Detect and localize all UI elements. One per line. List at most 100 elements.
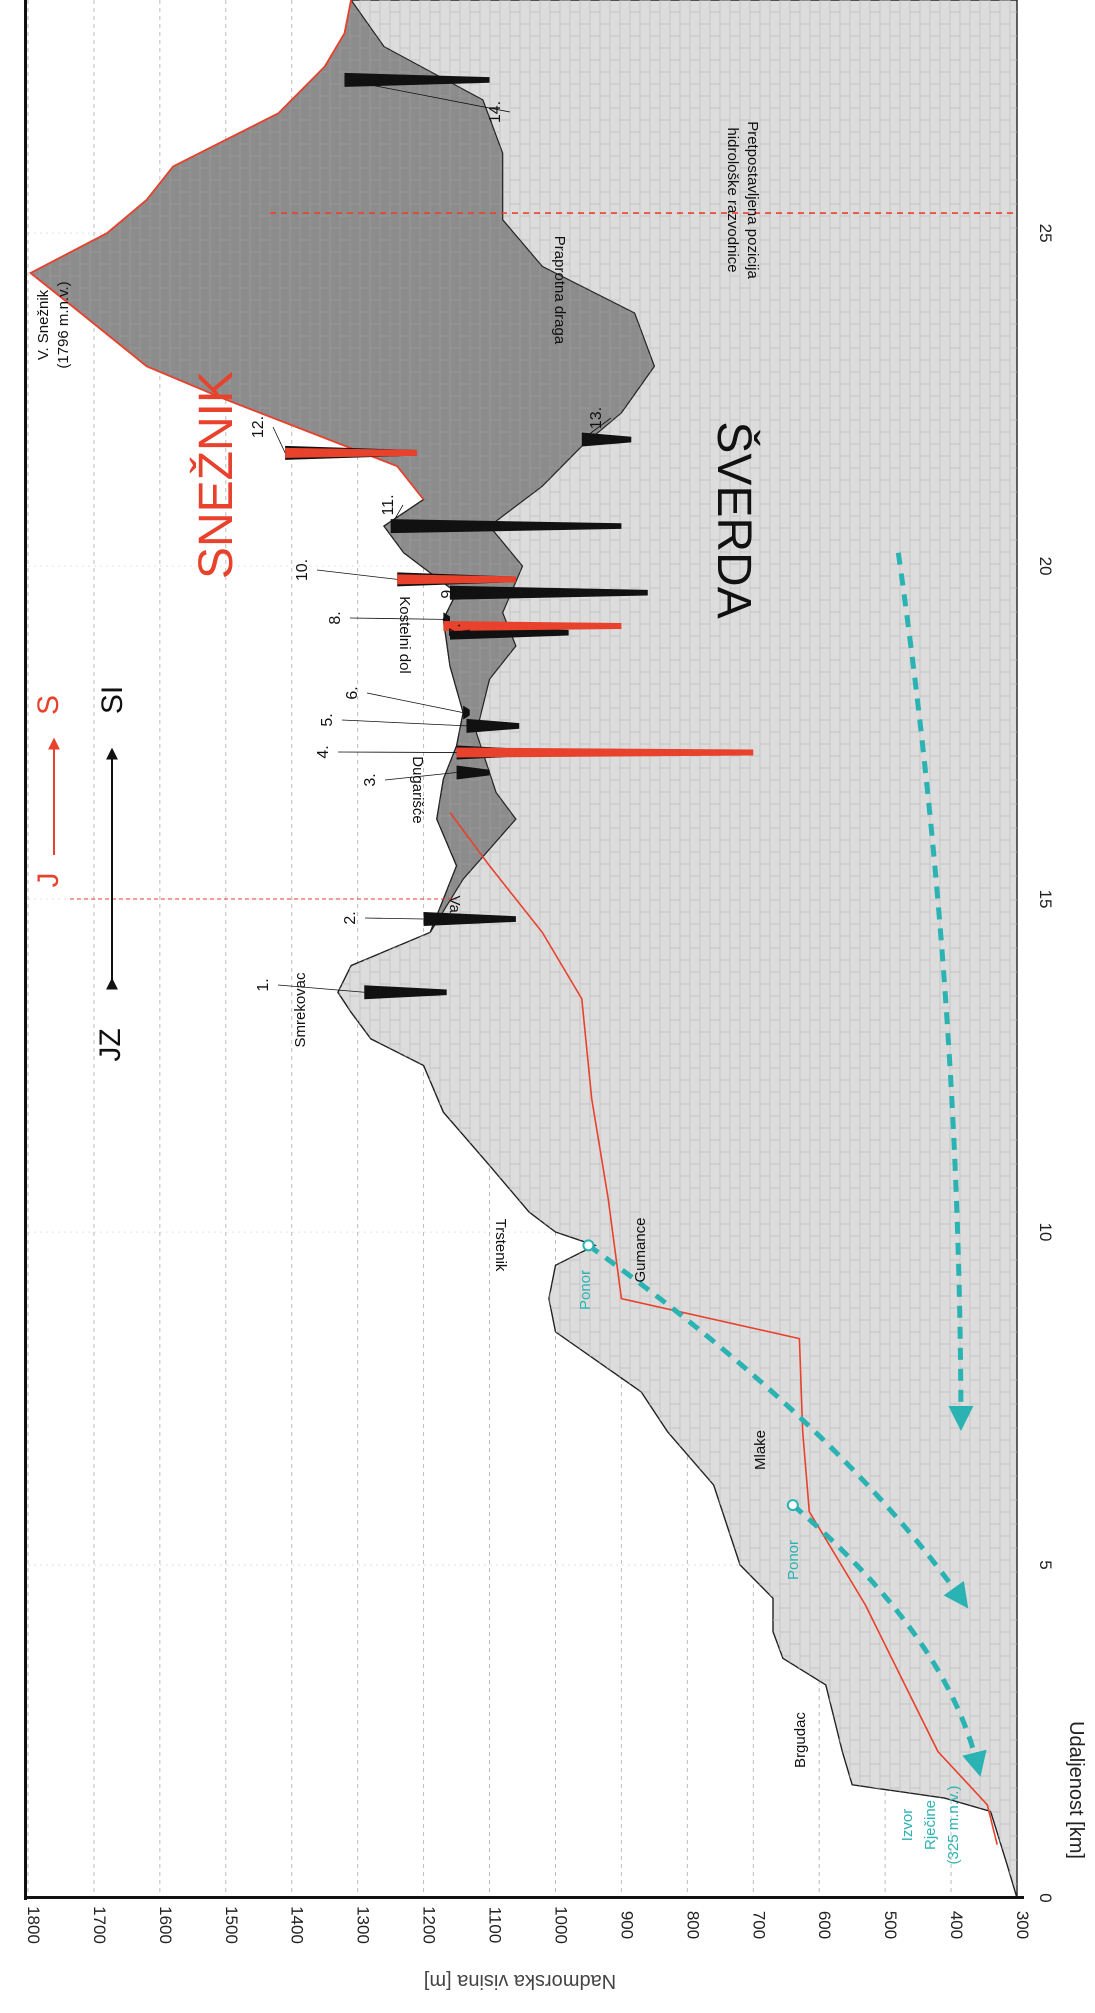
cave-number-4: 4. [315, 745, 332, 758]
praprotna-draga-label: Praprotna draga [551, 236, 568, 345]
cave-leader-line [390, 504, 404, 527]
x-tick-label: 25 [1036, 224, 1055, 243]
bottom-axis-line [24, 1896, 1024, 1899]
cave-number-14: 14. [487, 101, 504, 123]
x-tick-label: 10 [1036, 1223, 1055, 1242]
cave-11 [390, 519, 622, 534]
cave-5 [466, 718, 520, 733]
y-tick-label: 800 [683, 1911, 702, 1939]
x-axis-title: Udaljenost [km] [1065, 1721, 1087, 1859]
x-tick-label: 5 [1036, 1560, 1055, 1569]
cave-leader-line [364, 917, 424, 920]
y-tick-label: 600 [815, 1911, 834, 1939]
sneznik-title: SNEŽNIK [190, 371, 243, 579]
y-tick-label: 1800 [24, 1906, 43, 1944]
s-label: S [32, 695, 65, 715]
trstenik-label: Trstenik [492, 1219, 509, 1272]
cave-leader-line [341, 719, 467, 727]
y-tick-label: 1500 [222, 1906, 241, 1944]
cave-leader-line [366, 692, 464, 713]
cave-leader-line [581, 417, 612, 440]
sverda-texture [30, 0, 1018, 1898]
y-tick-label: 300 [1013, 1911, 1032, 1939]
cave-14 [344, 72, 490, 87]
red-cave-shaft [285, 447, 418, 458]
y-tick-label: 400 [947, 1911, 966, 1939]
x-tick-label: 0 [1036, 1893, 1055, 1902]
cave-number-1: 1. [255, 978, 272, 991]
peak-label: V. Snežnik [35, 289, 52, 360]
j-label: J [32, 873, 65, 888]
cave-leader-line [316, 569, 398, 580]
sneznik-summit-outline [28, 0, 425, 501]
water-flow-arrow [791, 1503, 987, 1777]
izvor-label-line1: Izvor [899, 1809, 916, 1842]
x-tick-label: 20 [1036, 557, 1055, 576]
x-tick-label: 15 [1036, 890, 1055, 909]
brgudac-label: Brgudac [792, 1712, 809, 1768]
y-tick-label: 900 [617, 1911, 636, 1939]
cave-6 [463, 705, 470, 720]
sneznik-texture [30, 0, 655, 933]
cave-number-8: 8. [327, 611, 344, 624]
y-tick-label: 1600 [156, 1906, 175, 1944]
geological-boundary-line [449, 812, 998, 1845]
water-flow-arrow [895, 552, 974, 1432]
cave-leader-line [344, 79, 511, 113]
cave-leader-line [272, 426, 286, 454]
peak-elevation-label: (1796 m.n.v.) [55, 281, 72, 368]
axis-ticks: 300 400 500 600 700 800 900 1000 1100 1200 1300 140… [24, 224, 1087, 1992]
water-flows-layer [582, 552, 987, 1777]
divide-label-line2: hidrološke razvodnice [724, 127, 741, 272]
cave-leader-line [384, 772, 457, 781]
cave-leader-line [349, 617, 444, 620]
cave-3 [456, 765, 490, 780]
cave-leader-line [449, 629, 471, 634]
cave-number-11: 11. [380, 494, 397, 515]
cave-number-13: 13. [588, 407, 605, 429]
sverda-title: ŠVERDA [707, 421, 761, 618]
divide-label-line1: Pretpostavljena pozicija [744, 121, 761, 279]
cave-9 [449, 585, 648, 600]
cave-1 [364, 985, 447, 1000]
ponor-label: Ponor [785, 1540, 802, 1580]
cave-2 [423, 912, 516, 927]
izvor-label-line2: Rječine [922, 1800, 939, 1850]
cave-number-3: 3. [362, 773, 379, 786]
ponor-point [582, 1239, 595, 1252]
y-tick-label: 1300 [354, 1906, 373, 1944]
red-cave-shaft [443, 621, 622, 632]
caves-layer [285, 72, 754, 1000]
izvor-label-line3: (325 m.n.v.) [945, 1786, 962, 1865]
y-tick-label: 1400 [288, 1906, 307, 1944]
cave-13 [581, 432, 632, 447]
cave-leader-line [449, 591, 463, 594]
cave-leader-line [277, 984, 365, 993]
y-tick-label: 500 [881, 1911, 900, 1939]
cave-number-10: 10. [294, 559, 311, 581]
vale-label: Vale [446, 896, 463, 925]
cave-number-2: 2. [342, 911, 359, 924]
y-tick-label: 700 [749, 1911, 768, 1939]
red-cave-shaft [397, 574, 516, 585]
cave-number-5: 5. [319, 713, 336, 726]
cave-number-6: 6. [344, 686, 361, 699]
y-axis-title: Nadmorska visina [m] [424, 1970, 616, 1992]
gumance-label: Gumance [632, 1217, 649, 1282]
y-tick-label: 1100 [486, 1907, 505, 1944]
cave-number-9: 9. [439, 585, 456, 598]
left-axis-bar [24, 0, 27, 1900]
cave-leader-line [337, 751, 457, 753]
y-tick-label: 1000 [551, 1906, 570, 1944]
water-flow-arrow [586, 1243, 969, 1609]
y-tick-label: 1200 [420, 1906, 439, 1944]
kostelni-dol-label: Kostelni dol [396, 596, 413, 674]
cave-number-7: 7. [447, 623, 464, 636]
mlake-label: Mlake [752, 1430, 769, 1470]
y-tick-label: 1700 [90, 1906, 109, 1944]
si-label: SI [96, 686, 129, 714]
smrekovac-label: Smrekovac [292, 972, 309, 1048]
red-cave-shaft [456, 747, 754, 758]
